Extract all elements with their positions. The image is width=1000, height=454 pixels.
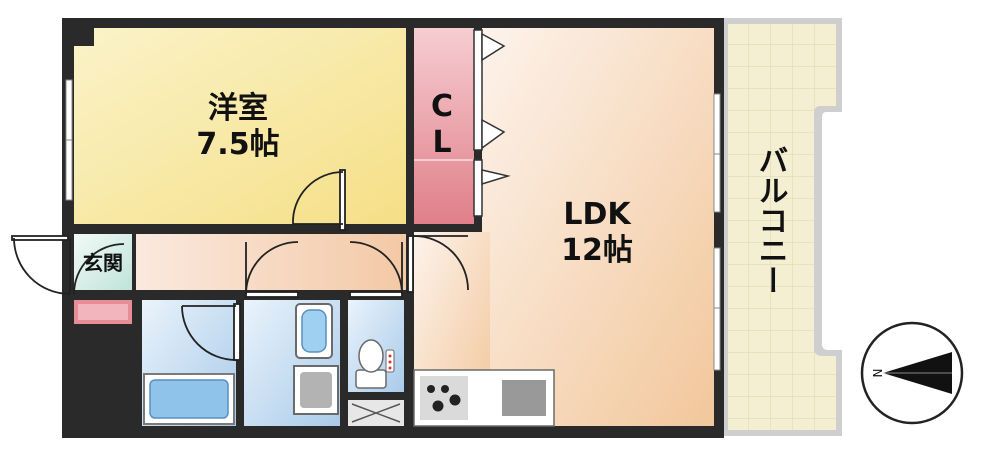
bathroom-door[interactable]: [233, 303, 241, 361]
windows: [65, 79, 721, 371]
washroom-door[interactable]: [245, 291, 299, 298]
storage: [348, 400, 404, 426]
ldk-room: [482, 28, 714, 426]
western-room-name: 洋室: [208, 91, 268, 126]
compass: N: [860, 321, 964, 425]
ldk-size: 12帖: [561, 233, 633, 268]
hallway: [136, 234, 406, 290]
balcony: [722, 18, 842, 436]
closet-label-c: C: [431, 89, 453, 124]
doors: [11, 169, 469, 361]
washing-machine-space: [293, 365, 339, 415]
washbasin: [295, 303, 333, 359]
bathtub: [143, 373, 235, 425]
western-room-size: 7.5帖: [196, 127, 279, 162]
entrance-label: 玄関: [83, 251, 123, 275]
stove: [427, 385, 461, 412]
ldk-door[interactable]: [407, 235, 414, 293]
western-room: [74, 28, 406, 224]
sink: [502, 380, 546, 416]
toilet: [355, 339, 395, 389]
closet-doors: [473, 29, 511, 217]
compass-letter: N: [871, 369, 885, 378]
front-door[interactable]: [11, 235, 69, 241]
toilet-door[interactable]: [349, 291, 403, 298]
closet-label-l: L: [432, 125, 451, 160]
closet: [414, 28, 474, 224]
balcony-label: バルコニー: [753, 145, 788, 295]
western-room-door[interactable]: [339, 169, 346, 231]
ldk-name: LDK: [563, 197, 632, 232]
kitchen-counter: [413, 369, 555, 427]
